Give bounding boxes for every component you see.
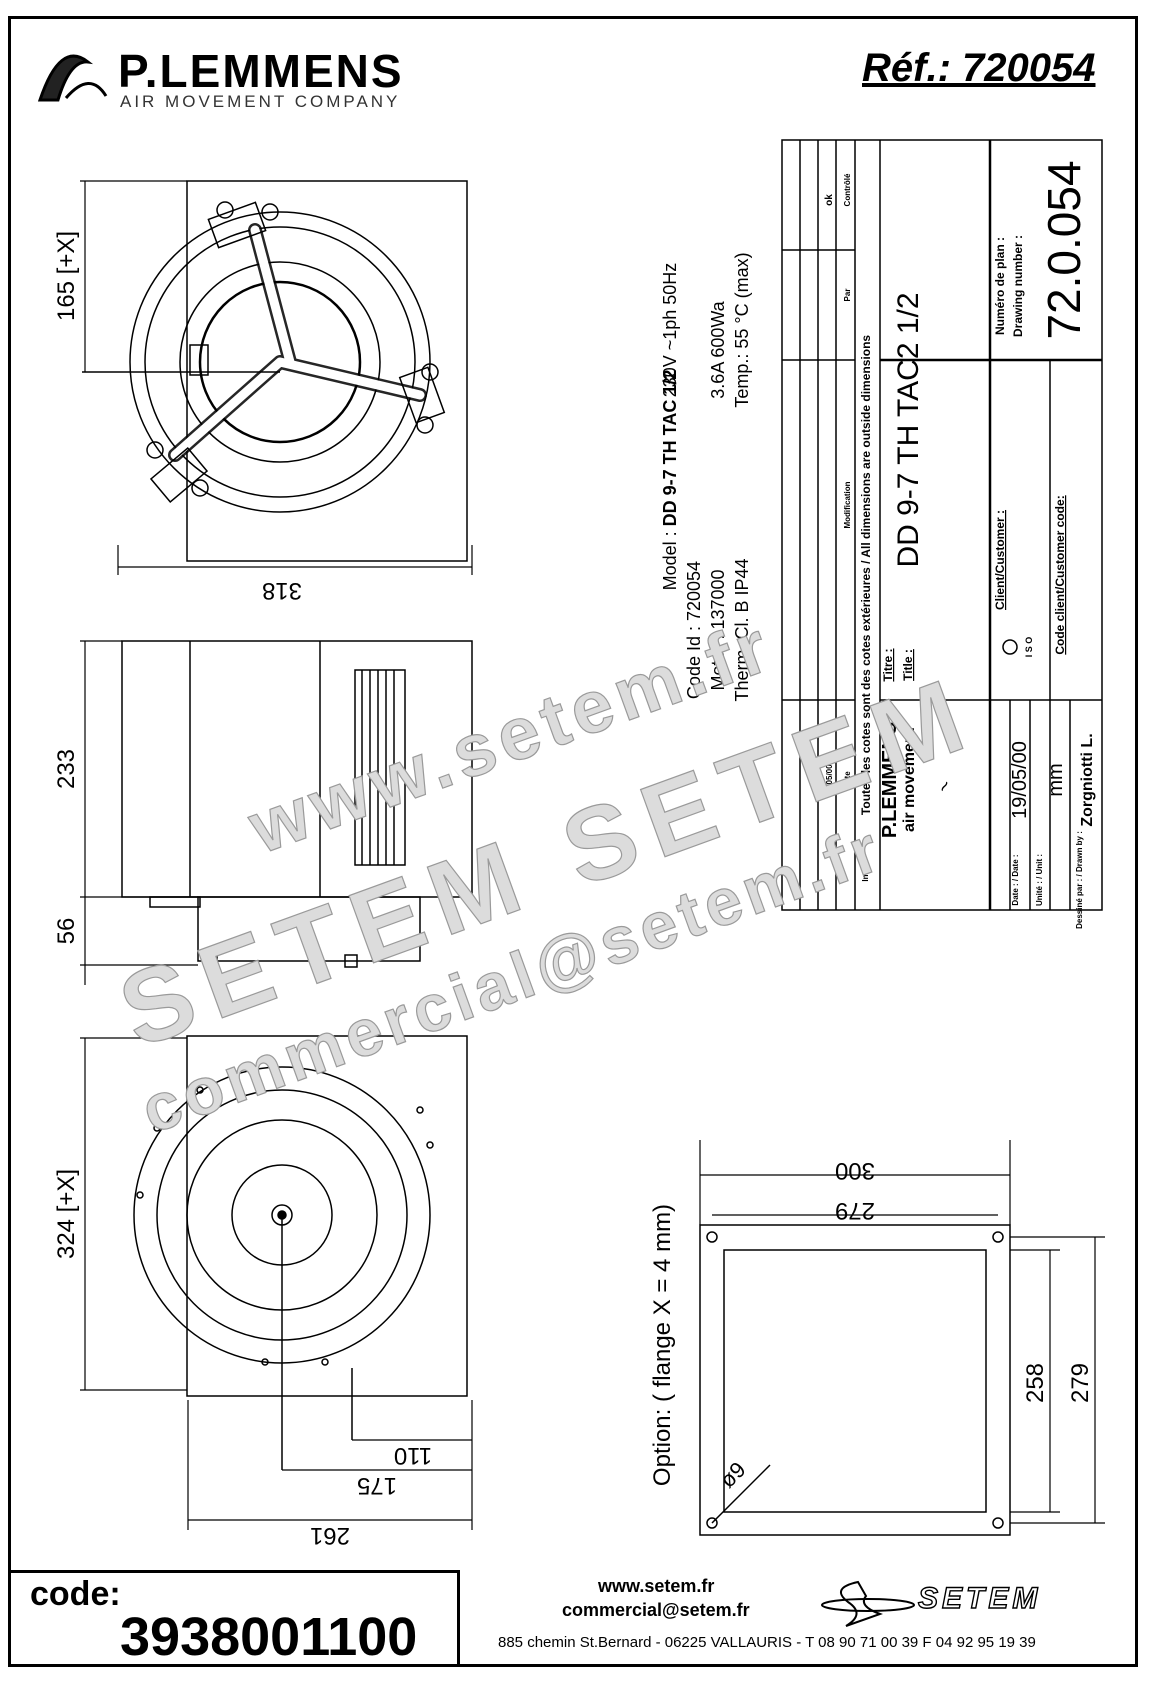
- side-view: [121, 640, 473, 968]
- bottom-height-dimension: 324 [+X]: [53, 1169, 80, 1259]
- company-line2: air movement: [901, 727, 918, 832]
- top-view-dimensions: [80, 180, 473, 575]
- flange-279-side-dimension: 279: [1067, 1363, 1094, 1403]
- setem-wordmark: SETEM: [917, 1581, 1042, 1615]
- bottom-175-dimension: 175: [357, 1472, 397, 1499]
- code-value: 3938001100: [120, 1607, 418, 1667]
- flange-300-dimension: 300: [835, 1157, 875, 1184]
- bottom-110-dimension: 110: [394, 1442, 432, 1469]
- drawing-number: 72.0.054: [1038, 160, 1090, 339]
- lemmens-logo-icon: [37, 54, 108, 102]
- bottom-view-dimensions: [80, 1037, 473, 1530]
- dimensions-note: Toutes les cotes sont des cotes extérieu…: [859, 335, 873, 815]
- code-label: code:: [30, 1575, 121, 1613]
- drawing-number-label-fr: Numéro de plan :: [993, 237, 1007, 335]
- flange-view: [699, 1224, 1011, 1536]
- date-label: Date : / Date :: [1011, 854, 1020, 905]
- revision-date-header: Date: [843, 771, 852, 789]
- revision-index-header: Indice: [861, 858, 870, 882]
- titre-label: Titre :: [881, 648, 895, 681]
- revision-modification-header: Modification: [843, 481, 852, 528]
- flange-258-dimension: 258: [1022, 1363, 1049, 1403]
- drawing-frame: [8, 16, 1138, 1667]
- date-value: 19/05/00: [1009, 741, 1031, 819]
- flange-option-note: Option: ( flange X = 4 mm): [649, 1204, 676, 1486]
- reference-number: Réf.: 720054: [862, 46, 1096, 90]
- code-box: [8, 1570, 460, 1667]
- model-value: DD 9-7 TH TAC 1/2: [660, 370, 680, 527]
- setem-logo-icon: [821, 1580, 915, 1627]
- revision-ok: ok: [824, 194, 835, 206]
- bottom-261-dimension: 261: [310, 1522, 350, 1549]
- top-width-dimension: 318: [262, 577, 302, 604]
- top-height-dimension: 165 [+X]: [53, 231, 80, 321]
- flange-hole-dimension: ø9: [715, 1457, 751, 1493]
- voltage: 230V ~1ph 50Hz: [660, 263, 680, 398]
- iso-mark: I S O: [1024, 637, 1034, 658]
- model-label: Model : DD 9-7 TH TAC 1/2: [660, 370, 680, 591]
- footer-address: 885 chemin St.Bernard - 06225 VALLAURIS …: [498, 1634, 1036, 1651]
- bottom-view: [133, 1035, 468, 1470]
- brand-name: P.LEMMENS: [118, 45, 404, 97]
- side-view-dimensions: [80, 640, 198, 985]
- temperature: Temp.: 55 °C (max): [732, 252, 752, 407]
- client-label: Client/Customer :: [993, 510, 1007, 610]
- current: 3.6A 600Wa: [708, 300, 728, 398]
- side-base-dimension: 56: [53, 918, 80, 945]
- title-label: Title :: [901, 649, 915, 681]
- revision-by-header: Par: [843, 289, 852, 302]
- watermark: www.setem.fr SETEM SETEM commercial@sete…: [105, 602, 991, 1147]
- title-block: [781, 139, 1103, 911]
- footer-website[interactable]: www.setem.fr: [598, 1576, 715, 1596]
- therm: Therm. Cl. B IP44: [732, 558, 752, 701]
- drawing-title: DD 9-7 TH TAC2 1/2: [892, 292, 925, 567]
- flange-dimensions: [699, 1140, 1105, 1524]
- revision-date: 19/05/00: [825, 764, 834, 796]
- code-id: Code Id : 720054: [684, 561, 704, 699]
- drawing-number-label-en: Drawing number :: [1011, 235, 1025, 337]
- drawn-by-label: Dessiné par : / Drawn by :: [1075, 831, 1084, 929]
- company-name: P.LEMMENS: [879, 722, 901, 838]
- unit-label: Unité : / Unit :: [1035, 854, 1044, 906]
- model-prefix: Model :: [660, 526, 680, 590]
- code-client-label: Code client/Customer code:: [1053, 495, 1067, 654]
- unit-value: mm: [1045, 763, 1067, 796]
- motor: Motor : 137000: [708, 569, 728, 690]
- flange-279-top-dimension: 279: [835, 1197, 875, 1224]
- footer-email[interactable]: commercial@setem.fr: [562, 1600, 750, 1620]
- drawn-by: Zorgniotti L.: [1079, 733, 1096, 826]
- revision-checked-header: Contrôlé: [843, 173, 852, 206]
- side-height-dimension: 233: [53, 749, 80, 789]
- brand-tagline: AIR MOVEMENT COMPANY: [120, 92, 401, 111]
- top-view: [82, 180, 468, 562]
